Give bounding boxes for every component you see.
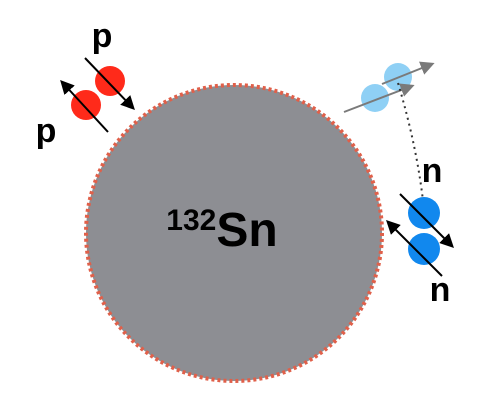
proton-top-spin-arrow [84,57,135,111]
nucleus-core [84,83,384,383]
nucleus: 132Sn [84,83,384,383]
neutron-pair: n n [386,152,454,309]
proton-label-top: p [92,17,113,55]
element-symbol: Sn [216,204,277,257]
faded-neutron-bottom [361,84,389,112]
mass-number: 132 [166,204,216,237]
trajectory-path [397,82,425,211]
neutron-label-bottom: n [430,271,451,309]
proton-bottom-spin-arrow [60,79,109,133]
neutron-bottom-spin-arrow [386,220,443,277]
faded-neutron-top-spin-arrow [381,61,435,85]
neutron-bottom [408,233,440,265]
neutron-top-spin-arrow [399,193,454,248]
proton-bottom [71,90,101,120]
proton-top [95,66,125,96]
nucleus-label: 132Sn [166,204,277,257]
proton-label-bottom: p [36,112,57,150]
proton-pair: p p [36,17,135,150]
neutron-top [408,197,440,229]
faded-neutron-pair [343,61,435,113]
neutron-label-top: n [422,152,443,190]
